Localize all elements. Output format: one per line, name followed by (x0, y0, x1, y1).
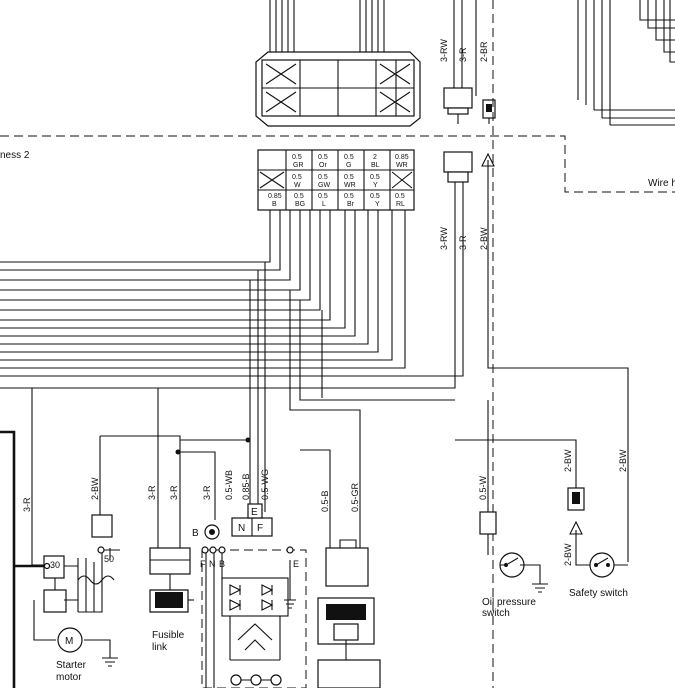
label-bw-safety-a: 2-BW (563, 449, 573, 472)
cell-mid-4-color: Y (373, 182, 378, 189)
harness-label-right: Wire h (648, 178, 675, 189)
label-wb: 0.5-WB (224, 470, 234, 500)
terminal-50: 50 (104, 554, 114, 564)
cell-top-2-size: 0.5 (318, 154, 328, 161)
cell-mid-2-size: 0.5 (318, 174, 328, 181)
label-r-c: 3-R (202, 485, 212, 500)
top-wire-br: 2-BR (479, 41, 489, 62)
oil-label-2: switch (482, 608, 510, 619)
label-gr: 0.5-GR (350, 482, 360, 512)
cell-bot-3-color: L (322, 201, 326, 208)
harness-label-left: ness 2 (0, 150, 30, 161)
cell-top-2-color: Or (319, 162, 327, 169)
cell-top-5-color: WR (396, 162, 408, 169)
cell-bot-3-size: 0.5 (318, 193, 328, 200)
cell-top-1-color: GR (293, 162, 304, 169)
cell-top-3-size: 0.5 (344, 154, 354, 161)
label-bw-safety-c: 2-BW (563, 543, 573, 566)
cell-bot-4-color: Br (347, 201, 355, 208)
cell-bot-6-color: RL (396, 201, 405, 208)
label-b-05: 0.5-B (320, 490, 330, 512)
fusible-link: Fusible link (149, 547, 194, 653)
reg-terminal-n: N (209, 559, 216, 569)
cell-top-4-color: BL (371, 162, 380, 169)
middle-harness-connector: 0.5 GR 0.5 Or 0.5 G 2 BL 0.85 WR 0.5 W 0… (257, 149, 415, 211)
cell-top-5-size: 0.85 (395, 154, 409, 161)
center-connectors (300, 449, 381, 688)
fusible-label-2: link (152, 642, 168, 653)
terminal-n: N (238, 523, 245, 534)
label-bw-left: 2-BW (90, 477, 100, 500)
oil-label-1: Oil pressure (482, 597, 536, 608)
cell-bot-5-color: Y (375, 201, 380, 208)
cell-top-4-size: 2 (373, 154, 377, 161)
top-wire-r: 3-R (458, 47, 468, 62)
label-r-a: 3-R (147, 485, 157, 500)
cell-bot-5-size: 0.5 (370, 193, 380, 200)
reg-terminal-e: E (293, 559, 299, 569)
cell-mid-3-color: WR (344, 182, 356, 189)
mid-wire-rw: 3-RW (439, 227, 449, 250)
motor-symbol: M (65, 636, 73, 647)
safety-label: Safety switch (569, 588, 628, 599)
terminal-b: B (192, 528, 199, 539)
top-wire-rw: 3-RW (439, 39, 449, 62)
starter-label-1: Starter (56, 660, 87, 671)
cell-bot-2-size: 0.5 (294, 193, 304, 200)
cell-mid-4-size: 0.5 (370, 174, 380, 181)
cell-bot-2-color: BG (295, 201, 305, 208)
label-starter-feed: 3-R (22, 497, 32, 512)
label-wg: 0.5-WG (260, 469, 270, 500)
top-small-connectors (443, 87, 496, 124)
top-harness-connector (255, 51, 421, 127)
middle-small-connectors: 3-RW 3-R 2-BW (0, 151, 629, 562)
cell-bot-4-size: 0.5 (344, 193, 354, 200)
starter-circuit: 30 50 M Starter motor (0, 388, 251, 688)
terminal-f: F (257, 523, 263, 534)
label-bw-safety-b: 2-BW (618, 449, 628, 472)
cell-mid-1-color: W (294, 182, 301, 189)
terminal-e: E (251, 507, 258, 518)
cell-top-1-size: 0.5 (292, 154, 302, 161)
left-wire-labels: 3-R 2-BW 3-R 3-R 3-R (22, 477, 212, 512)
oil-pressure-switch: 0.5-W Oil pressure switch (478, 400, 548, 619)
reg-terminal-f: F (200, 559, 206, 569)
alternator-rectifier: F N B E (200, 546, 307, 688)
cell-bot-1-color: B (272, 201, 277, 208)
cell-bot-6-size: 0.5 (395, 193, 405, 200)
center-wire-labels: 0.5-B 0.5-GR (320, 482, 360, 512)
starter-label-2: motor (56, 672, 82, 683)
top-wire-bundle (269, 0, 675, 126)
fusible-label-1: Fusible (152, 630, 185, 641)
cell-bot-1-size: 0.85 (268, 193, 282, 200)
horizontal-wire-bus (0, 210, 455, 560)
mid-wire-bw: 2-BW (479, 227, 489, 250)
safety-switch: 2-BW 2-BW 2-BW Safety switch (455, 439, 628, 599)
cell-top-3-color: G (346, 162, 351, 169)
mid-wire-r: 3-R (458, 235, 468, 250)
top-wire-labels: 3-RW 3-R 2-BR (439, 39, 489, 62)
label-b-085: 0.85-B (241, 473, 251, 500)
terminal-30: 30 (50, 560, 60, 570)
regulator-connector: B N F E (192, 503, 273, 540)
regulator-wire-labels: 0.5-WB 0.85-B 0.5-WG (224, 469, 270, 500)
cell-mid-3-size: 0.5 (344, 174, 354, 181)
label-w-oil: 0.5-W (478, 475, 488, 500)
label-r-b: 3-R (169, 485, 179, 500)
cell-mid-2-color: GW (318, 182, 330, 189)
cell-mid-1-size: 0.5 (292, 174, 302, 181)
